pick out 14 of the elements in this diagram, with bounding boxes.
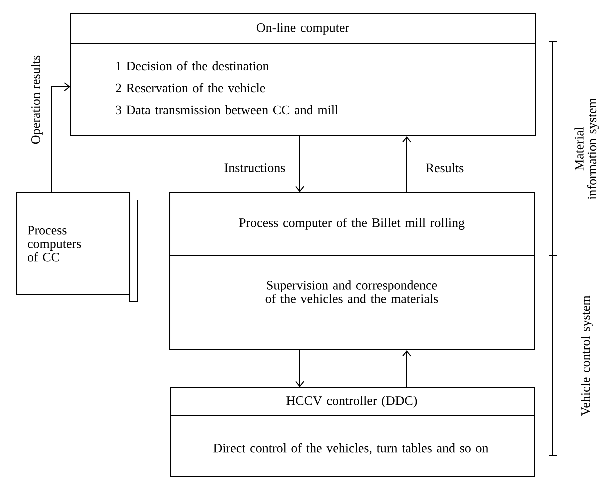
process-box: On-line computer 1 Decision of the destination 2 Reservation of the vehicle 3 Data transmission between CC and mill bbox=[70, 14, 536, 136]
arrow bbox=[296, 136, 304, 192]
arrow bbox=[51, 82, 70, 193]
arrow bbox=[402, 136, 412, 193]
side-label: Material information system bbox=[574, 98, 600, 200]
edge-label: Instructions bbox=[224, 164, 286, 172]
side-label: Vehicle control system bbox=[581, 296, 593, 416]
arrow bbox=[296, 350, 304, 388]
edge-label: Results bbox=[426, 163, 464, 173]
edge-label: Operation results bbox=[31, 56, 43, 144]
arrow bbox=[402, 350, 412, 388]
process-box: HCCV controller (DDC) Direct control of the vehicles, turn tables and so on bbox=[170, 388, 536, 478]
process-box: Process computer of the Billet mill rolling Supervision and correspondence of the vehicles and the materials bbox=[170, 192, 536, 350]
stacked-box: Process computers of CC bbox=[16, 192, 138, 302]
